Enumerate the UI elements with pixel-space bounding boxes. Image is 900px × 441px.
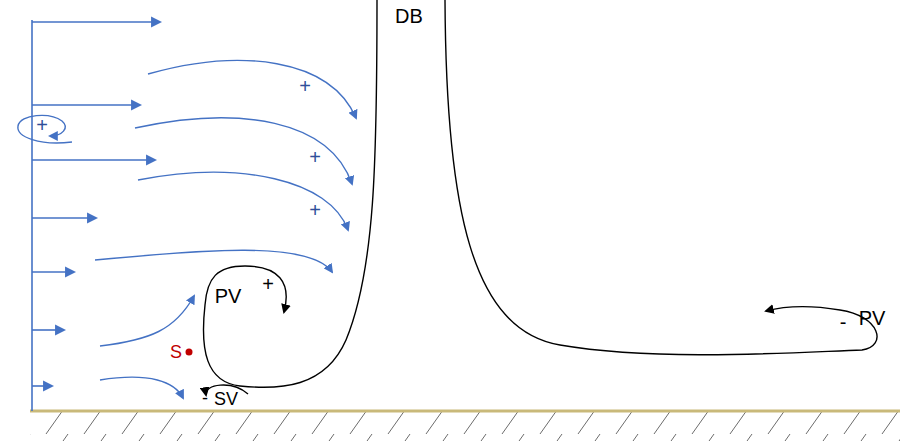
vortex-label: PV bbox=[215, 286, 242, 306]
vorticity-sign: + bbox=[309, 147, 321, 167]
vorticity-sign: - bbox=[840, 312, 847, 332]
ground-line bbox=[30, 410, 900, 413]
saddle-label: S bbox=[170, 343, 182, 361]
inflow-profile bbox=[32, 20, 160, 411]
body-label: DB bbox=[395, 6, 423, 26]
vorticity-sign: - bbox=[202, 389, 208, 407]
vortex-label: PV bbox=[859, 308, 886, 328]
vorticity-sign: + bbox=[309, 200, 321, 220]
ground-hatch bbox=[30, 412, 900, 441]
vorticity-sign: + bbox=[262, 274, 274, 294]
vortex-label: SV bbox=[214, 390, 238, 408]
vorticity-sign: + bbox=[36, 115, 48, 135]
saddle-point bbox=[186, 349, 193, 356]
db-boundary bbox=[203, 0, 877, 395]
streamlines bbox=[18, 61, 356, 398]
vorticity-sign: + bbox=[299, 76, 311, 96]
